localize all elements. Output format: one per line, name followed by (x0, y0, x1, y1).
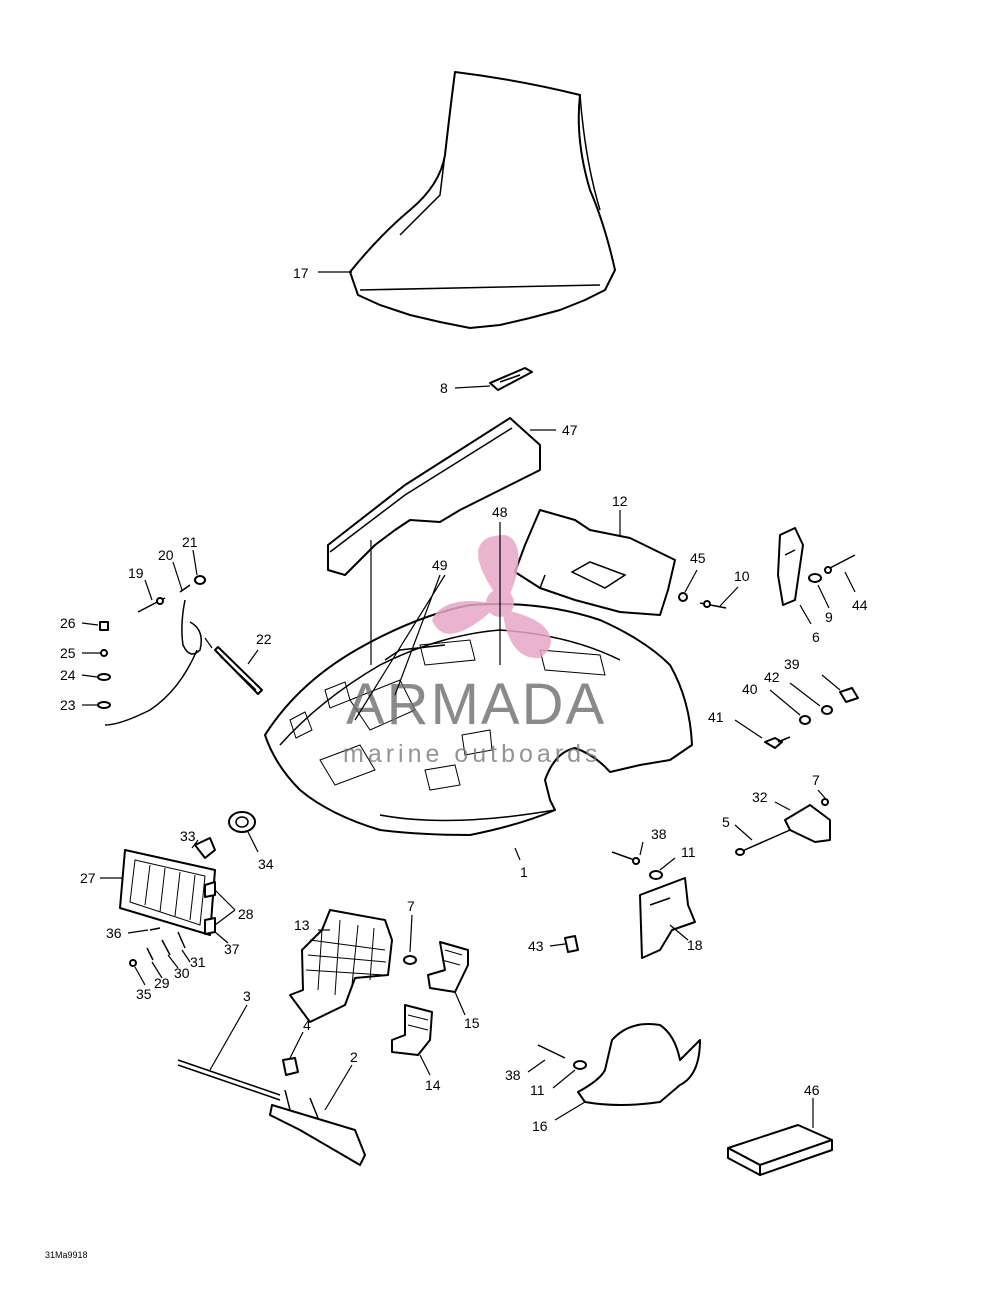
callout-23: 23 (60, 697, 76, 713)
callout-10: 10 (734, 568, 750, 584)
bulb-socket (194, 811, 256, 859)
watermark-tagline: marine outboards (343, 740, 602, 768)
callout-24: 24 (60, 667, 76, 683)
callout-34: 34 (258, 856, 274, 872)
watermark-name: ARMADA (346, 672, 606, 737)
callout-5: 5 (722, 814, 730, 830)
callout-27: 27 (80, 870, 96, 886)
callout-38-upper: 38 (651, 826, 667, 842)
callout-11-lower: 11 (530, 1082, 545, 1098)
callout-2: 2 (350, 1049, 358, 1065)
bracket-14 (391, 1004, 433, 1056)
callout-33: 33 (180, 828, 196, 844)
callout-46: 46 (804, 1082, 820, 1098)
drawing-code: 31Ma9918 (45, 1250, 88, 1260)
washer-part (403, 955, 417, 965)
callout-36: 36 (106, 925, 122, 941)
windshield-part (349, 71, 616, 329)
callout-19: 19 (128, 565, 144, 581)
callout-11-upper: 11 (681, 844, 696, 860)
callout-26: 26 (60, 615, 76, 631)
cable-part (104, 575, 206, 726)
headlight-part (119, 849, 216, 936)
shield-part (537, 1023, 701, 1106)
callout-31: 31 (190, 954, 206, 970)
callout-12: 12 (612, 493, 628, 509)
rod-part (214, 646, 263, 695)
callout-45: 45 (690, 550, 706, 566)
callout-21: 21 (182, 534, 198, 550)
callout-20: 20 (158, 547, 174, 563)
callout-16: 16 (532, 1118, 548, 1134)
pad-part (727, 1124, 833, 1176)
plate-assembly (611, 851, 696, 959)
callout-41: 41 (708, 709, 724, 725)
lower-bracket (177, 1057, 366, 1166)
callout-38-lower: 38 (505, 1067, 521, 1083)
console-panel-part (514, 509, 676, 616)
callout-32: 32 (752, 789, 768, 805)
bracket-strip-part (327, 417, 541, 576)
fastener-set (764, 687, 859, 749)
callout-39: 39 (784, 656, 800, 672)
callout-18: 18 (687, 937, 703, 953)
clip-43 (564, 935, 579, 953)
callout-43: 43 (528, 938, 544, 954)
clip-part (489, 367, 533, 391)
callout-7-right: 7 (812, 772, 820, 788)
callout-14: 14 (425, 1077, 441, 1093)
bracket-15 (427, 941, 469, 993)
washer-rivet (678, 592, 727, 609)
hardware-stack (97, 621, 111, 709)
callout-17: 17 (293, 265, 309, 281)
headlight-hardware (129, 881, 216, 967)
callout-29: 29 (154, 975, 170, 991)
callout-44: 44 (852, 597, 868, 613)
callout-3: 3 (243, 988, 251, 1004)
callout-48: 48 (492, 504, 508, 520)
callout-15: 15 (464, 1015, 480, 1031)
callout-35: 35 (136, 986, 152, 1002)
bracket-bolt (735, 798, 831, 856)
callout-6: 6 (812, 629, 820, 645)
callout-42: 42 (764, 669, 780, 685)
callout-1: 1 (520, 864, 528, 880)
leader-lines (81, 271, 856, 1128)
callout-37: 37 (224, 941, 240, 957)
callout-22: 22 (256, 631, 272, 647)
callout-9: 9 (825, 609, 833, 625)
callout-49: 49 (432, 557, 448, 573)
callout-7-center: 7 (407, 898, 415, 914)
callout-28: 28 (238, 906, 254, 922)
callout-25: 25 (60, 645, 76, 661)
callout-47: 47 (562, 422, 578, 438)
callout-8: 8 (440, 380, 448, 396)
callout-30: 30 (174, 965, 190, 981)
callout-13: 13 (294, 917, 310, 933)
callout-4: 4 (303, 1017, 311, 1033)
propeller-icon (432, 535, 551, 659)
latch-assembly (777, 527, 856, 606)
callout-40: 40 (742, 681, 758, 697)
mesh-bracket-part (289, 909, 393, 1023)
callout-labels: 17 8 47 12 48 49 45 10 6 9 44 39 42 40 4… (60, 265, 868, 1134)
